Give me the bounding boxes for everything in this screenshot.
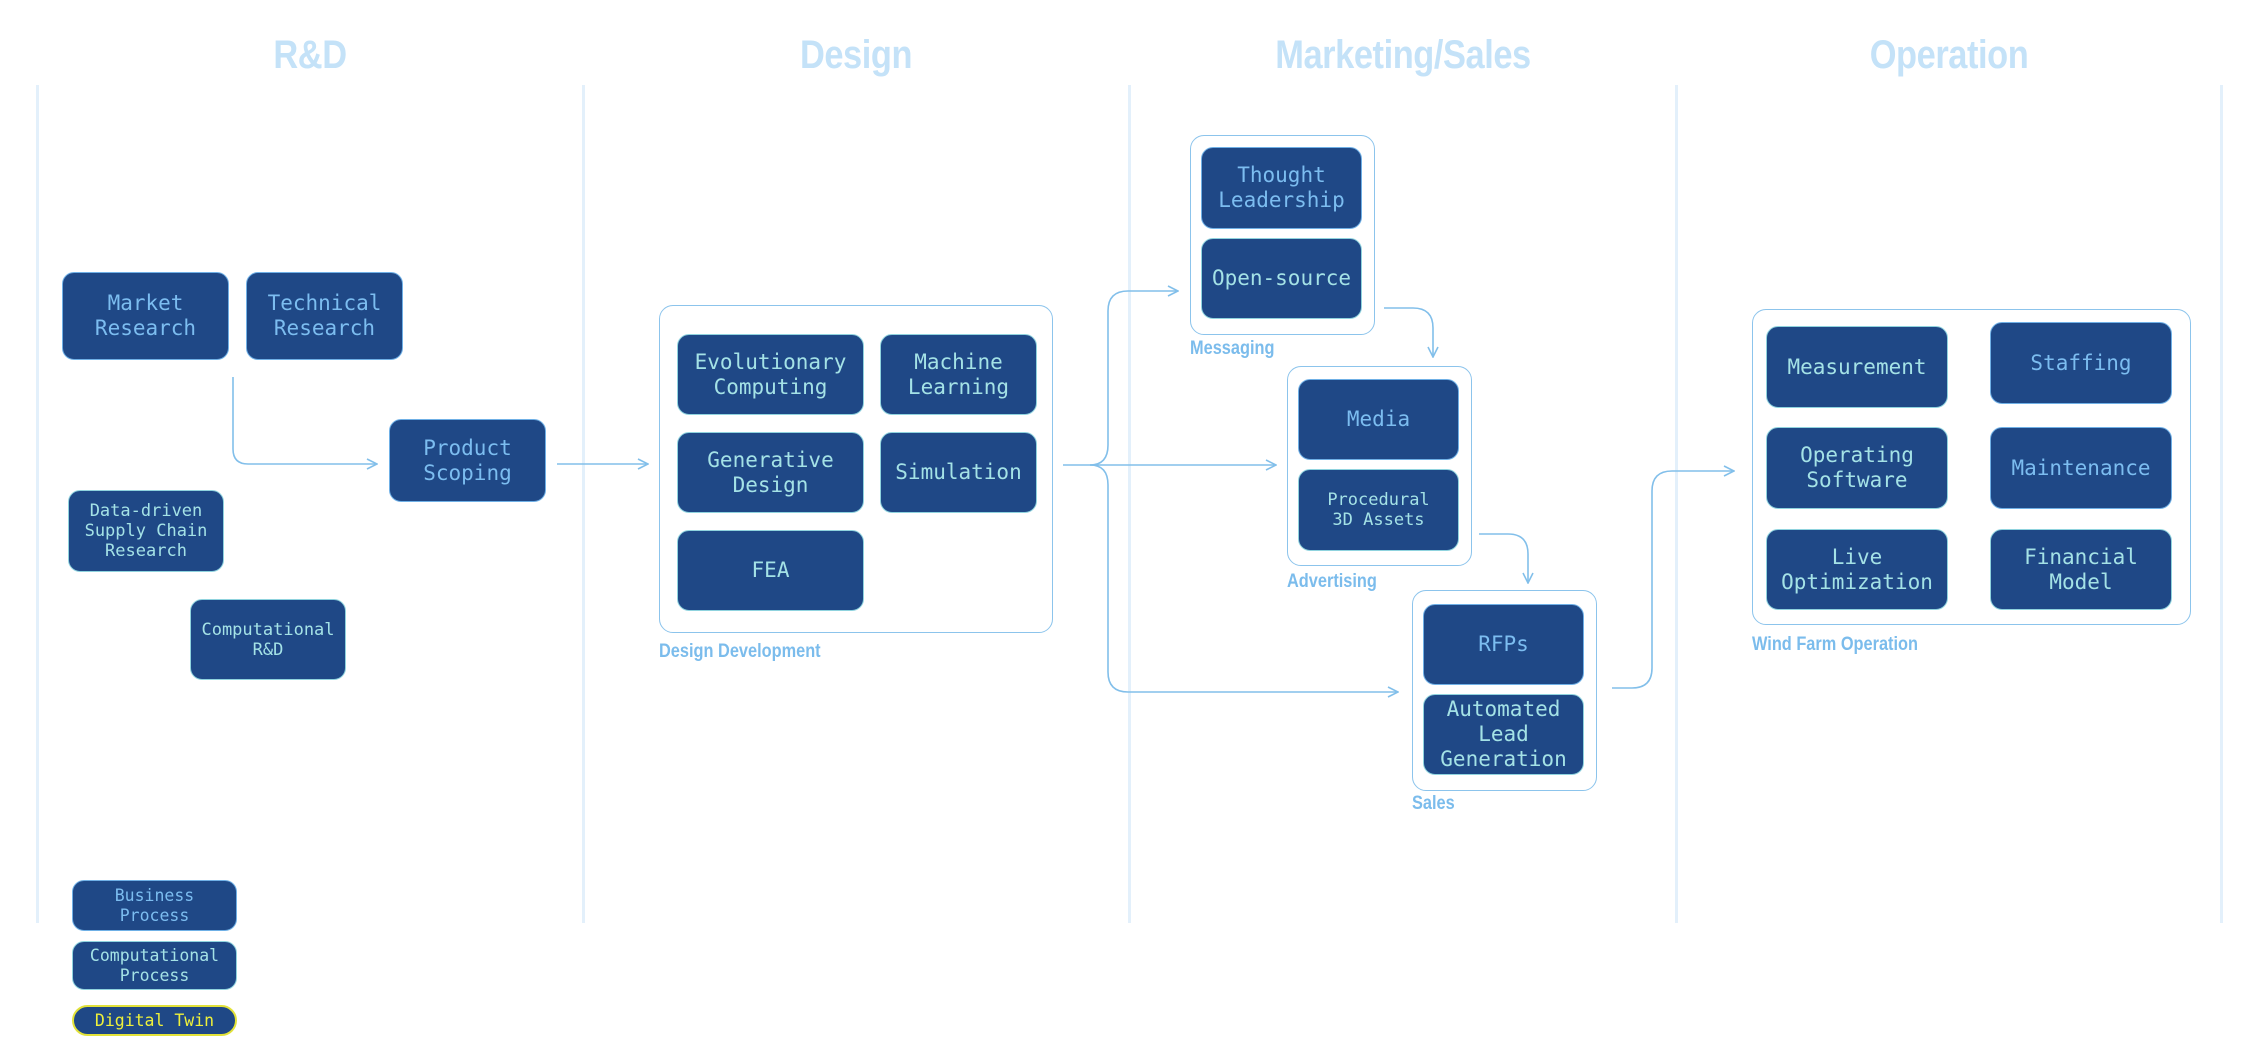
node-operating-software[interactable]: Operating Software (1766, 427, 1948, 509)
node-computational-rnd[interactable]: Computational R&D (190, 599, 346, 680)
node-technical-research[interactable]: Technical Research (246, 272, 403, 360)
column-divider (36, 85, 39, 923)
group-design-development (659, 305, 1053, 633)
node-machine-learning[interactable]: Machine Learning (880, 334, 1037, 415)
column-title-marketing-sales: Marketing/Sales (1275, 33, 1531, 77)
node-procedural-3d-assets[interactable]: Procedural 3D Assets (1298, 469, 1459, 551)
group-advertising (1287, 366, 1472, 566)
edge-messaging-to-advertising (1384, 307, 1433, 357)
column-divider (1675, 85, 1678, 923)
group-label-wind-farm-operation: Wind Farm Operation (1752, 634, 1918, 655)
group-messaging (1190, 135, 1375, 335)
legend-computational-process: Computational Process (72, 941, 237, 990)
node-staffing[interactable]: Staffing (1990, 322, 2172, 404)
group-wind-farm-operation (1752, 309, 2191, 625)
edge-design-development-to-messaging (1089, 291, 1178, 466)
node-generative-design[interactable]: Generative Design (677, 432, 864, 513)
group-label-design-development: Design Development (659, 641, 821, 662)
node-thought-leadership[interactable]: Thought Leadership (1201, 147, 1362, 229)
node-simulation[interactable]: Simulation (880, 432, 1037, 513)
node-market-research[interactable]: Market Research (62, 272, 229, 360)
group-label-messaging: Messaging (1190, 338, 1275, 359)
node-live-optimization[interactable]: Live Optimization (1766, 529, 1948, 610)
column-divider (2220, 85, 2223, 923)
legend-business-process: Business Process (72, 880, 237, 931)
column-title-design: Design (799, 33, 913, 77)
node-product-scoping[interactable]: Product Scoping (389, 419, 546, 502)
column-divider (1128, 85, 1131, 923)
edge-market-research-to-product-scoping (232, 377, 377, 464)
column-divider (582, 85, 585, 923)
column-title-rnd: R&D (273, 33, 347, 77)
legend-digital-twin: Digital Twin (72, 1005, 237, 1036)
node-evolutionary-computing[interactable]: Evolutionary Computing (677, 334, 864, 415)
node-media[interactable]: Media (1298, 379, 1459, 460)
node-fea[interactable]: FEA (677, 530, 864, 611)
node-financial-model[interactable]: Financial Model (1990, 529, 2172, 610)
node-open-source[interactable]: Open-source (1201, 238, 1362, 319)
group-label-advertising: Advertising (1287, 571, 1377, 592)
column-title-operation: Operation (1869, 33, 2029, 77)
group-sales (1412, 590, 1597, 791)
node-automated-lead-generation[interactable]: Automated Lead Generation (1423, 694, 1584, 775)
edge-advertising-to-sales (1479, 533, 1528, 583)
edge-sales-to-wind-farm-operation (1612, 471, 1734, 689)
node-measurement[interactable]: Measurement (1766, 326, 1948, 408)
group-label-sales: Sales (1412, 793, 1455, 814)
node-maintenance[interactable]: Maintenance (1990, 427, 2172, 509)
node-data-driven-supply-chain-research[interactable]: Data-driven Supply Chain Research (68, 490, 224, 572)
node-rfps[interactable]: RFPs (1423, 604, 1584, 685)
